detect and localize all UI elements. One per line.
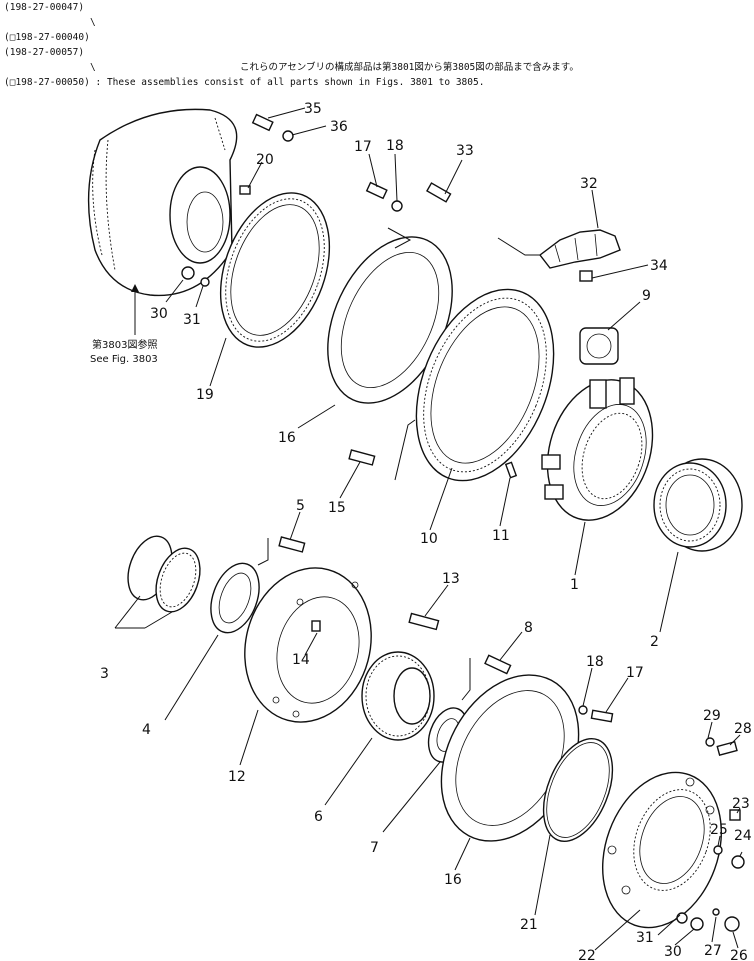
callout-18-lower: 18: [586, 654, 604, 670]
callout-10: 10: [420, 531, 438, 547]
header-line-5: \ これらのアセンブリの構成部品は第3801図から第3805図の部品まで含みます。: [4, 60, 744, 75]
header-line-5-note: これらのアセンブリの構成部品は第3801図から第3805図の部品まで含みます。: [240, 62, 579, 73]
see-fig-note-en: See Fig. 3803: [90, 354, 158, 365]
callout-2: 2: [650, 634, 659, 650]
callout-4: 4: [142, 722, 151, 738]
callout-22: 22: [578, 948, 596, 961]
see-fig-note-jp: 第3803図参照: [92, 338, 157, 351]
callout-31-top: 31: [183, 312, 201, 328]
callout-15: 15: [328, 500, 346, 516]
housing-part: [87, 108, 238, 335]
part-19-ring: [219, 192, 331, 348]
callout-labels: 35 36 20 17 18 33 32 34 9 30 31 19 16 15…: [100, 101, 752, 961]
callout-5: 5: [296, 498, 305, 514]
callout-17-top: 17: [354, 139, 372, 155]
callout-28: 28: [734, 721, 752, 737]
callout-33: 33: [456, 143, 474, 159]
part-9-bearing: [579, 327, 619, 365]
callout-8: 8: [524, 620, 533, 636]
callout-17-lower: 17: [626, 665, 644, 681]
callout-30-lower: 30: [664, 944, 682, 960]
header-line-1: (198-27-00047): [4, 2, 85, 13]
callout-25: 25: [710, 822, 728, 838]
callout-13: 13: [442, 571, 460, 587]
part-21-oring: [542, 737, 614, 843]
callout-27: 27: [704, 943, 722, 959]
callout-16-upper: 16: [278, 430, 296, 446]
part-1-hub: [541, 377, 654, 521]
callout-26: 26: [730, 948, 748, 961]
callout-36: 36: [330, 119, 348, 135]
callout-11: 11: [492, 528, 510, 544]
callout-20: 20: [256, 152, 274, 168]
callout-29: 29: [703, 708, 721, 724]
part-6-gear: [361, 651, 435, 741]
part-3-seals: [114, 535, 201, 629]
callout-14: 14: [292, 652, 310, 668]
callout-9: 9: [642, 288, 651, 304]
header-line-5-mark: \: [90, 62, 96, 73]
callout-35: 35: [304, 101, 322, 117]
header-line-4: (198-27-00057): [4, 47, 85, 58]
header-line-3: (□198-27-00040): [4, 32, 90, 43]
callout-21: 21: [520, 917, 538, 933]
callout-19: 19: [196, 387, 214, 403]
callout-12: 12: [228, 769, 246, 785]
part-10-carrier: [415, 288, 555, 482]
callout-31-lower: 31: [636, 930, 654, 946]
part-32-segment: [539, 229, 621, 269]
header-line-6: (□198-27-00050) : These assemblies consi…: [4, 77, 485, 88]
header-line-2: \: [90, 17, 96, 28]
header-notes: (198-27-00047) \ (□198-27-00040) (198-27…: [4, 0, 744, 90]
callout-23: 23: [732, 796, 750, 812]
part-2-bearing: [653, 458, 743, 552]
callout-3: 3: [100, 666, 109, 682]
callout-24: 24: [734, 828, 752, 844]
part-22-end-cover: [601, 771, 723, 929]
part-4-ring: [210, 562, 260, 634]
callout-18-top: 18: [386, 138, 404, 154]
leader-lines: [164, 107, 743, 951]
callout-1: 1: [570, 577, 579, 593]
callout-32: 32: [580, 176, 598, 192]
callout-16-lower: 16: [444, 872, 462, 888]
callout-7: 7: [370, 840, 379, 856]
callout-34: 34: [650, 258, 668, 274]
callout-6: 6: [314, 809, 323, 825]
part-12-cover: [244, 567, 372, 723]
callout-30-top: 30: [150, 306, 168, 322]
